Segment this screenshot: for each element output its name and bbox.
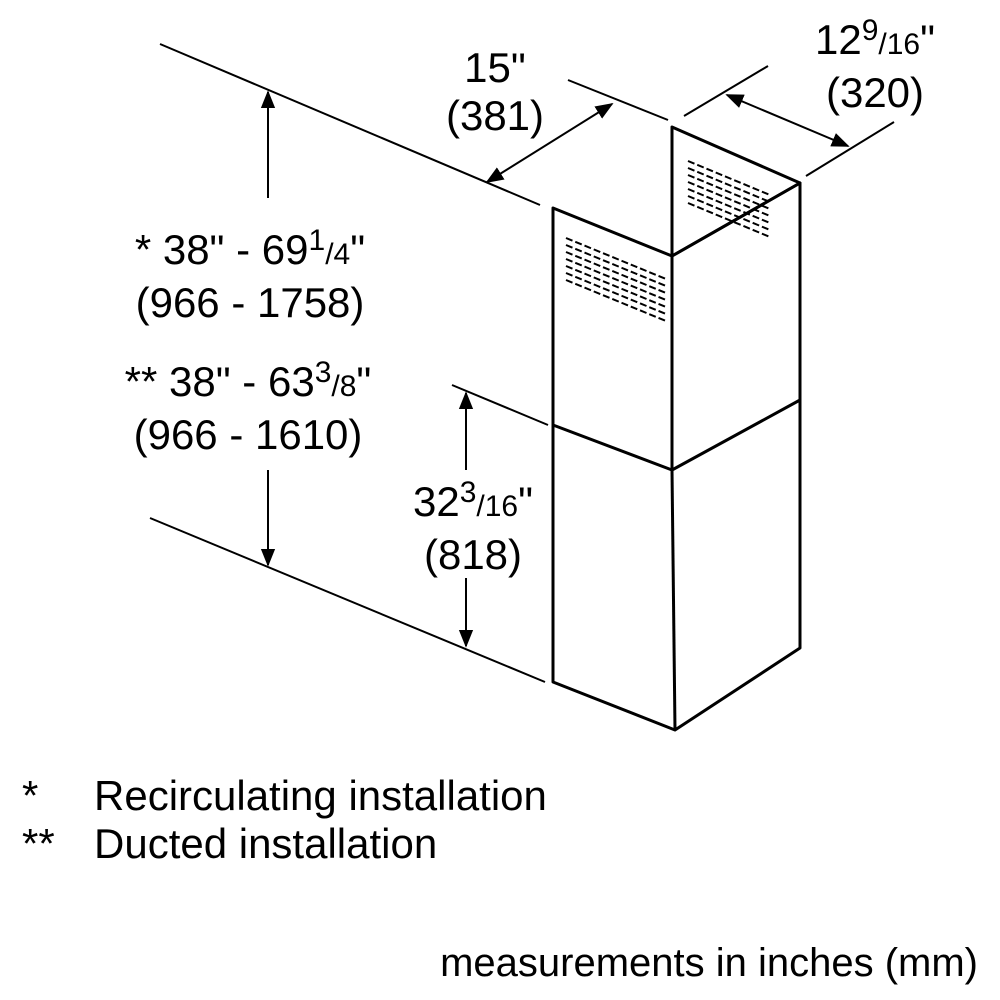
width-inches: 15": [464, 44, 526, 91]
recirculating-height-mm: (966 - 1758): [135, 279, 365, 326]
back-vent-slot: [687, 188, 771, 224]
back-vent-slot: [687, 174, 771, 210]
depth-whole: 12: [814, 16, 862, 63]
lower-chimney-height-label: 323/16" (818): [388, 476, 558, 579]
front-vent-slots: [565, 237, 667, 322]
lower-chimney-front-corner: [670, 469, 677, 731]
front-vent-slot: [565, 251, 667, 294]
back-vent-slot: [687, 167, 771, 203]
depth-label: 129/16" (320): [780, 14, 970, 117]
upper-chimney-back-panel: [670, 125, 802, 258]
legend-item-ducted: ** Ducted installation: [22, 820, 642, 868]
recirculating-height-denominator: 4: [333, 238, 351, 271]
lower-chimney-height-mm: (818): [423, 531, 523, 578]
depth-quote: ": [920, 16, 936, 63]
recirculating-height-label: * 38" - 691/4" (966 - 1758): [95, 224, 405, 327]
depth-extension-line-right: [805, 121, 895, 177]
lower-chimney-height-whole: 32: [412, 478, 460, 525]
front-vent-slot: [565, 272, 667, 315]
depth-extension-line-back: [683, 65, 769, 117]
width-mm: (381): [445, 92, 545, 139]
ceiling-reference-line: [159, 43, 541, 206]
recirculating-height-quote: ": [350, 226, 366, 273]
measurement-units-note: measurements in inches (mm): [440, 941, 978, 985]
back-vent-slots: [687, 160, 771, 238]
depth-dimension-arrow: [725, 94, 850, 147]
recirculating-height-inches: * 38" - 691/4": [134, 224, 366, 273]
ducted-height-quote: ": [356, 358, 372, 405]
ducted-height-inches: ** 38" - 633/8": [124, 356, 372, 405]
depth-mm: (320): [825, 69, 925, 116]
ducted-height-prefix: ** 38" - 63: [124, 358, 315, 405]
legend-item-recirculating: * Recirculating installation: [22, 772, 642, 820]
front-vent-slot: [565, 265, 667, 308]
depth-inches: 129/16": [814, 14, 936, 63]
legend-text-ducted: Ducted installation: [94, 820, 438, 867]
back-vent-slot: [687, 160, 771, 196]
front-vent-slot: [565, 279, 667, 322]
legend-text-recirculating: Recirculating installation: [94, 772, 547, 819]
recirculating-height-numerator: 1: [308, 224, 326, 257]
legend-mark-ducted: **: [22, 820, 55, 867]
back-vent-slot: [687, 195, 771, 231]
depth-numerator: 9: [861, 14, 879, 47]
lower-chimney-height-numerator: 3: [459, 476, 477, 509]
recirculating-height-prefix: * 38" - 69: [134, 226, 309, 273]
front-vent-slot: [565, 244, 667, 287]
lower-chimney-height-inches: 323/16": [412, 476, 534, 525]
lower-chimney-height-quote: ": [518, 478, 534, 525]
ducted-height-denominator: 8: [339, 370, 357, 403]
front-vent-slot: [565, 237, 667, 280]
width-dimension-arrow: [485, 103, 614, 183]
depth-extension-line-left: [567, 79, 669, 121]
hood-top-reference-line: [149, 517, 546, 683]
back-vent-slot: [687, 181, 771, 217]
ducted-height-mm: (966 - 1610): [133, 411, 363, 458]
lower-chimney-body: [551, 398, 802, 732]
ducted-height-numerator: 3: [314, 356, 332, 389]
front-vent-slot: [565, 258, 667, 301]
ducted-height-label: ** 38" - 633/8" (966 - 1610): [88, 356, 408, 459]
lower-chimney-height-denominator: 16: [484, 490, 519, 523]
width-label: 15" (381): [420, 44, 570, 140]
back-vent-slot: [687, 202, 771, 238]
depth-denominator: 16: [886, 28, 921, 61]
legend-mark-recirculating: *: [22, 772, 39, 819]
